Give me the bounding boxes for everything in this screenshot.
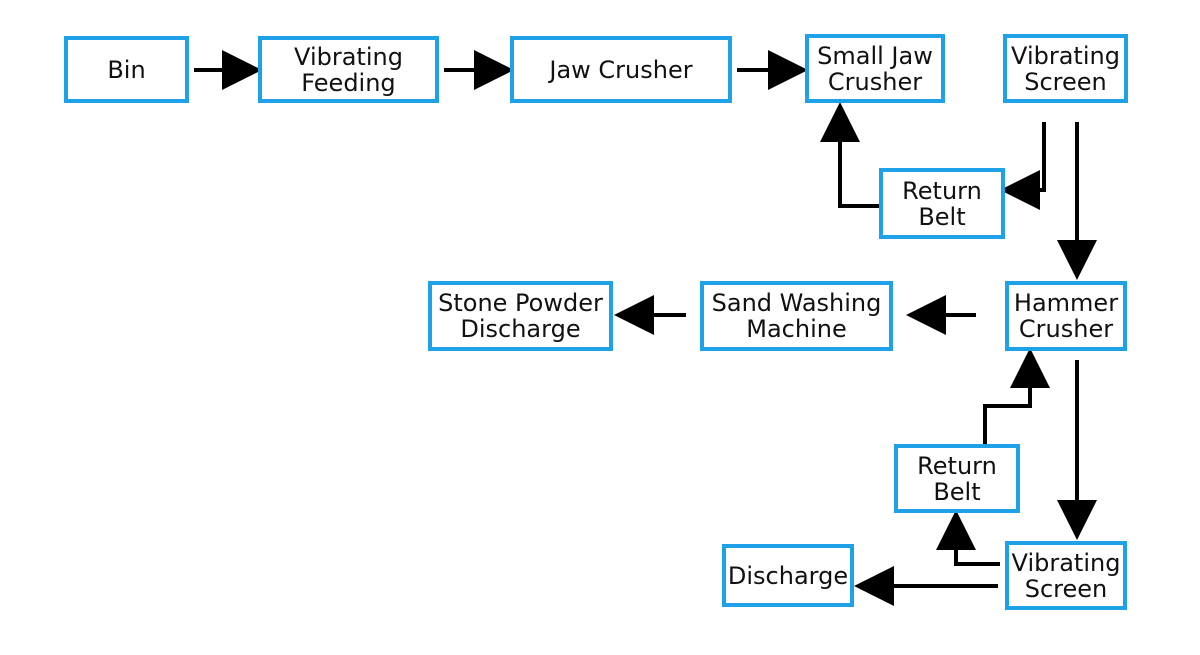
arrow-return-belt-top-to-small-jaw-crusher: [820, 102, 880, 208]
node-discharge-label: Discharge: [727, 561, 849, 590]
node-vibrating-screen-top-label: Vibrating Screen: [1011, 41, 1120, 96]
arrow-vibrating-screen-to-return-belt-top: [1000, 122, 1046, 210]
node-return-belt-top-label: Return Belt: [902, 176, 982, 231]
node-vibrating-feeding: Vibrating Feeding: [258, 36, 439, 103]
node-vibrating-screen-top: Vibrating Screen: [1003, 34, 1128, 103]
node-hammer-crusher: Hammer Crusher: [1005, 281, 1127, 351]
node-vibrating-screen-bottom-label: Vibrating Screen: [1011, 548, 1121, 603]
node-bin-label: Bin: [107, 55, 146, 84]
node-sand-washing-machine-label: Sand Washing Machine: [711, 289, 882, 343]
node-return-belt-bottom-label: Return Belt: [917, 451, 997, 506]
node-small-jaw-crusher-label: Small Jaw Crusher: [817, 41, 933, 96]
arrow-vibrating-screen-bottom-to-return-belt-bottom: [936, 510, 1000, 566]
node-bin: Bin: [64, 36, 189, 103]
node-discharge: Discharge: [722, 544, 854, 607]
node-stone-powder-discharge: Stone Powder Discharge: [428, 281, 613, 351]
arrow-return-belt-bottom-to-hammer-crusher: [983, 348, 1050, 444]
node-stone-powder-discharge-label: Stone Powder Discharge: [438, 289, 603, 343]
node-jaw-crusher: Jaw Crusher: [510, 36, 732, 103]
node-small-jaw-crusher: Small Jaw Crusher: [805, 34, 945, 103]
node-vibrating-feeding-label: Vibrating Feeding: [294, 42, 403, 97]
node-hammer-crusher-label: Hammer Crusher: [1013, 289, 1119, 343]
node-jaw-crusher-label: Jaw Crusher: [549, 55, 693, 84]
node-sand-washing-machine: Sand Washing Machine: [700, 281, 893, 351]
node-return-belt-bottom: Return Belt: [894, 444, 1020, 513]
node-vibrating-screen-bottom: Vibrating Screen: [1005, 541, 1127, 610]
node-return-belt-top: Return Belt: [879, 168, 1005, 239]
